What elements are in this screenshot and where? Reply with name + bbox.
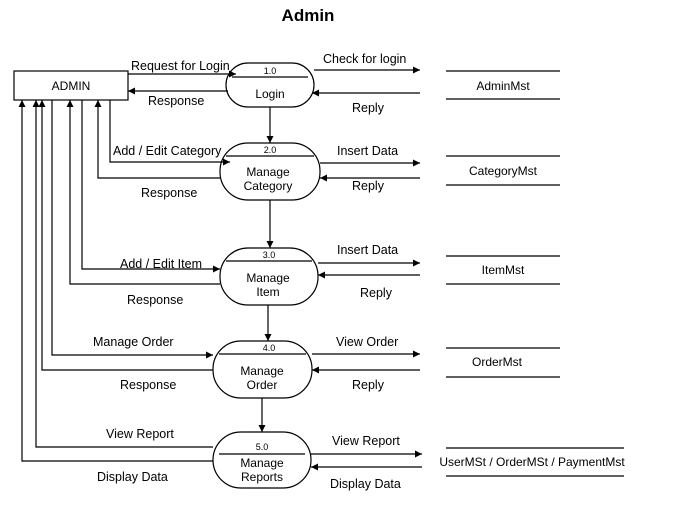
label-response-category: Response [141, 186, 197, 200]
svg-text:OrderMst: OrderMst [472, 355, 523, 369]
svg-text:CategoryMst: CategoryMst [469, 164, 538, 178]
process-manage-reports: 5.0 Manage Reports [212, 431, 312, 489]
label-check-login: Check for login [323, 52, 406, 66]
diagram-title: Admin [282, 6, 335, 25]
datastore-categorymst: CategoryMst [446, 155, 560, 186]
label-view-order: View Order [336, 335, 398, 349]
process-login: 1.0 Login [225, 62, 315, 108]
svg-text:UserMSt / OrderMSt / PaymentMs: UserMSt / OrderMSt / PaymentMst [439, 455, 625, 469]
process-name-line2: Category [244, 179, 293, 193]
process-name: Login [255, 87, 284, 101]
process-name-line1: Manage [246, 165, 290, 179]
flow-add-edit-item [81, 100, 220, 273]
datastore-itemmst: ItemMst [446, 255, 560, 285]
label-add-edit-category: Add / Edit Category [113, 144, 222, 158]
datastore-ordermst: OrderMst [446, 347, 560, 378]
flow-response-order [38, 100, 213, 371]
label-response-login: Response [148, 94, 204, 108]
process-manage-order: 4.0 Manage Order [212, 340, 313, 399]
process-name-line2: Item [256, 285, 279, 299]
process-name-line2: Order [247, 378, 278, 392]
label-reply-order: Reply [352, 378, 385, 392]
process-name-line1: Manage [240, 364, 284, 378]
process-name-line2: Reports [241, 470, 283, 484]
process-number: 3.0 [263, 250, 276, 260]
label-display-data-store: Display Data [330, 477, 401, 491]
label-add-edit-item: Add / Edit Item [120, 257, 202, 271]
flow-add-edit-category [109, 100, 230, 166]
flow-display-data-admin [18, 100, 213, 462]
process-name-line1: Manage [246, 271, 290, 285]
process-number: 2.0 [264, 145, 277, 155]
label-response-order: Response [120, 378, 176, 392]
flow-view-report [32, 100, 213, 448]
flow-response-item [66, 100, 220, 285]
datastore-user-order-payment: UserMSt / OrderMSt / PaymentMst [439, 447, 625, 477]
process-number: 4.0 [263, 343, 276, 353]
process-manage-category: 2.0 Manage Category [219, 142, 321, 201]
flow-response-category [94, 100, 220, 179]
label-reply-category: Reply [352, 179, 385, 193]
process-name-line1: Manage [240, 456, 284, 470]
label-reply-item: Reply [360, 286, 393, 300]
label-view-report-store: View Report [332, 434, 400, 448]
process-number: 1.0 [264, 66, 277, 76]
label-reply-login: Reply [352, 101, 385, 115]
label-response-item: Response [127, 293, 183, 307]
label-manage-order: Manage Order [93, 335, 174, 349]
label-insert-category: Insert Data [337, 144, 398, 158]
process-manage-item: 3.0 Manage Item [219, 247, 319, 306]
admin-entity: ADMIN [13, 70, 129, 101]
svg-text:ItemMst: ItemMst [482, 263, 525, 277]
entity-label: ADMIN [52, 79, 91, 93]
process-number: 5.0 [256, 442, 269, 452]
label-request-login: Request for Login [131, 59, 230, 73]
label-view-report: View Report [106, 427, 174, 441]
datastore-adminmst: AdminMst [446, 70, 560, 100]
label-insert-item: Insert Data [337, 243, 398, 257]
label-display-data-admin: Display Data [97, 470, 168, 484]
flow-manage-order [51, 100, 213, 359]
svg-text:AdminMst: AdminMst [476, 79, 530, 93]
